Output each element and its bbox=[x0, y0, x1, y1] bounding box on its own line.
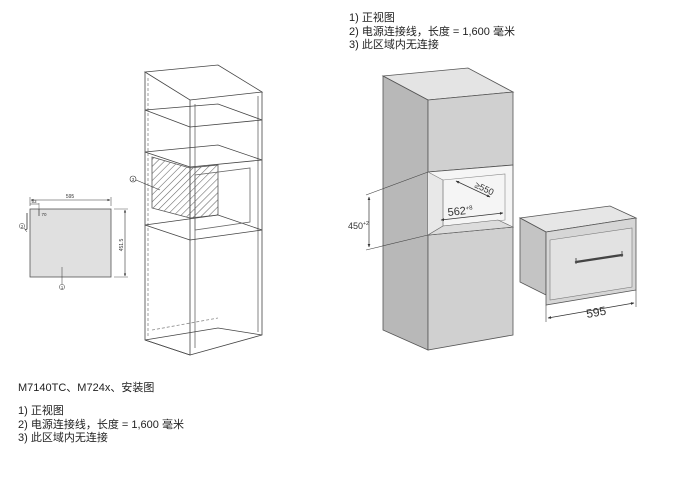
front-gap-label: 70 bbox=[41, 212, 47, 217]
appliance-side bbox=[519, 217, 547, 296]
built-in-cabinet: ≥550 562+8 450+2 bbox=[348, 67, 515, 351]
figure-caption: M7140TC、M724x、安装图 bbox=[18, 382, 155, 394]
front-view-drawing: 595 53 70 451.5 1 2 bbox=[19, 194, 128, 290]
front-offset-label: 53 bbox=[31, 199, 37, 204]
cabinet-left-face bbox=[382, 75, 429, 351]
shelf-1 bbox=[144, 103, 263, 128]
legend-item-1: 1) 正视图 bbox=[349, 12, 395, 24]
niche-height-label: 450+2 bbox=[348, 221, 369, 231]
cabinet-top bbox=[143, 64, 264, 101]
marker-3-callout: 3 bbox=[129, 175, 161, 191]
legend-item-2: 2) 电源连接线，长度 = 1,600 毫米 bbox=[18, 418, 184, 431]
marker-2-label: 2 bbox=[21, 224, 24, 229]
legend-bottom: 1) 正视图 2) 电源连接线，长度 = 1,600 毫米 3) 此区域内无连接 bbox=[18, 405, 184, 446]
legend-item-1: 1) 正视图 bbox=[18, 405, 64, 417]
front-height-label: 451.5 bbox=[119, 239, 125, 252]
marker-1 bbox=[59, 284, 65, 290]
shelf-2 bbox=[144, 144, 263, 168]
power-cable bbox=[24, 213, 28, 231]
marker-1-label: 1 bbox=[61, 285, 64, 290]
legend-item-3: 3) 此区域内无连接 bbox=[349, 39, 439, 51]
marker-2 bbox=[19, 223, 25, 229]
legend-item-2: 2) 电源连接线，长度 = 1,600 毫米 bbox=[349, 25, 515, 38]
cabinet-upper-door bbox=[427, 91, 514, 173]
marker-3-label: 3 bbox=[132, 177, 135, 182]
tall-cabinet-drawing bbox=[143, 64, 264, 356]
niche-width-label: 562+8 bbox=[447, 204, 474, 219]
shelf-3 bbox=[144, 214, 263, 241]
legend-item-3: 3) 此区域内无连接 bbox=[18, 432, 108, 444]
appliance-handle bbox=[574, 253, 624, 264]
shelf-bottom bbox=[144, 327, 263, 356]
marker-3 bbox=[129, 175, 137, 183]
cabinet-lower-door bbox=[427, 226, 514, 351]
appliance-width-label: 595 bbox=[585, 304, 607, 321]
front-view-panel bbox=[29, 208, 112, 278]
appliance-width-dimension bbox=[547, 302, 635, 319]
niche-width-dimension bbox=[440, 211, 504, 222]
niche-depth-dimension bbox=[455, 180, 491, 198]
appliance-drawing: 595 bbox=[518, 205, 638, 322]
no-connection-zone bbox=[151, 156, 191, 219]
legend-top: 1) 正视图 2) 电源连接线，长度 = 1,600 毫米 3) 此区域内无连接 bbox=[349, 12, 515, 53]
front-width-label: 595 bbox=[66, 194, 75, 200]
